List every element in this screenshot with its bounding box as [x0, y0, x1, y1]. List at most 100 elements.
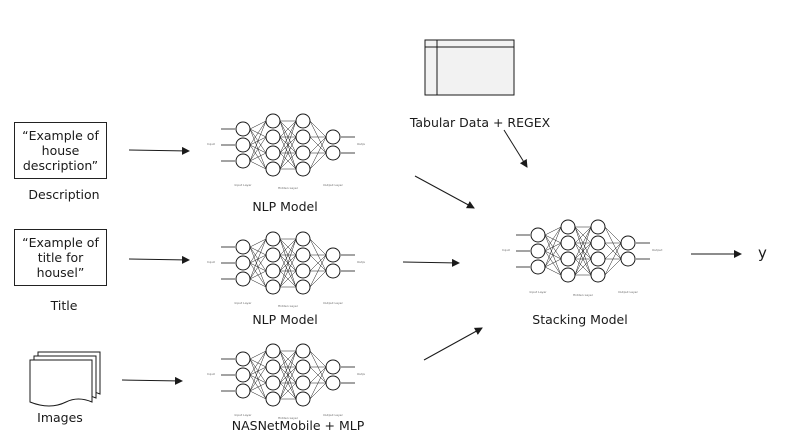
network-connection [249, 390, 267, 400]
neuron-node [325, 145, 341, 161]
network-connection [279, 382, 297, 400]
neuron-node [620, 251, 636, 267]
network-connection [574, 242, 592, 276]
network-connection [309, 366, 327, 384]
network-connection [604, 226, 622, 244]
network-connection [309, 136, 327, 154]
neuron-node [265, 343, 281, 359]
network-connection [279, 350, 297, 368]
tabular-data-label: Tabular Data + REGEX [409, 115, 551, 130]
neuron-node [325, 263, 341, 279]
input-layer-text: Input Layer [529, 290, 547, 294]
neuron-node [235, 351, 251, 367]
neuron-node [265, 391, 281, 407]
title-input-box: “Example of title for housel” [14, 229, 107, 286]
arrow-nlp1-to-stacking [414, 175, 475, 209]
output-layer-text: Output Layer [618, 290, 639, 294]
network-connection [279, 350, 297, 400]
output-side-text: Output [357, 372, 365, 376]
input-layer-text: Input Layer [234, 301, 252, 305]
neuron-node [560, 251, 576, 267]
neuron-node [295, 129, 311, 145]
neuron-node [265, 145, 281, 161]
description-label: Description [28, 187, 100, 202]
neuron-node [265, 375, 281, 391]
network-connection [279, 238, 297, 256]
neuron-node [295, 279, 311, 295]
network-connection [249, 350, 267, 376]
neuron-node [620, 235, 636, 251]
network-connection [309, 136, 327, 170]
neuron-node [265, 263, 281, 279]
output-layer-text: Output Layer [323, 413, 344, 417]
network-connection [604, 242, 622, 276]
network-connection [249, 238, 267, 248]
input-side-text: Input [207, 142, 216, 146]
network-connection [279, 254, 297, 288]
neuron-node [265, 161, 281, 177]
neuron-node [295, 247, 311, 263]
neuron-node [295, 113, 311, 129]
network-connection [249, 366, 267, 392]
neuron-node [560, 267, 576, 283]
network-connection [574, 226, 592, 276]
neuron-node [530, 227, 546, 243]
network-connection [604, 258, 622, 276]
neuron-node [265, 129, 281, 145]
arrow-description-to-nlp1 [128, 146, 190, 155]
neuron-node [295, 359, 311, 375]
neuron-node [325, 247, 341, 263]
neuron-node [325, 375, 341, 391]
neuron-node [590, 267, 606, 283]
stacking-model-label: Stacking Model [532, 312, 628, 327]
neuron-node [295, 145, 311, 161]
network-connection [544, 242, 562, 268]
neuron-node [235, 137, 251, 153]
arrow-nlp2-to-stacking [402, 258, 460, 267]
network-connection [574, 226, 592, 260]
neuron-node [235, 271, 251, 287]
network-connection [309, 238, 327, 256]
output-side-text: Output [357, 142, 365, 146]
network-connection [309, 270, 327, 288]
network-connection [249, 382, 267, 392]
neuron-node [560, 235, 576, 251]
input-layer-text: Input Layer [234, 183, 252, 187]
title-label: Title [50, 298, 78, 313]
hidden-layer-text: Hidden Layer [278, 304, 299, 308]
arrow-tabular-to-stacking [503, 129, 528, 168]
network-connection [279, 120, 297, 154]
neuron-node [325, 129, 341, 145]
neuron-node [590, 251, 606, 267]
network-connection [309, 366, 327, 400]
neuron-node [235, 383, 251, 399]
neuron-node [560, 219, 576, 235]
neuron-node [590, 235, 606, 251]
table-icon [424, 39, 515, 96]
network-connection [249, 160, 267, 170]
neuron-node [265, 113, 281, 129]
network-connection [309, 254, 327, 288]
network-connection [309, 254, 327, 272]
network-connection [309, 152, 327, 170]
network-connection [544, 226, 562, 236]
input-side-text: Input [207, 260, 216, 264]
network-connection [279, 136, 297, 170]
output-side-text: Output [652, 248, 663, 252]
neuron-node [325, 359, 341, 375]
neuron-node [295, 375, 311, 391]
output-side-text: Output [357, 260, 365, 264]
arrow-nasnet-to-stacking [423, 327, 483, 361]
input-layer-text: Input Layer [234, 413, 252, 417]
images-stack-icon [29, 351, 101, 407]
network-connection [279, 152, 297, 170]
network-connection [309, 350, 327, 368]
neuron-node [235, 153, 251, 169]
network-connection [544, 258, 562, 268]
images-label: Images [37, 410, 83, 425]
network-connection [604, 242, 622, 260]
network-connection [574, 226, 592, 244]
network-connection [279, 238, 297, 288]
